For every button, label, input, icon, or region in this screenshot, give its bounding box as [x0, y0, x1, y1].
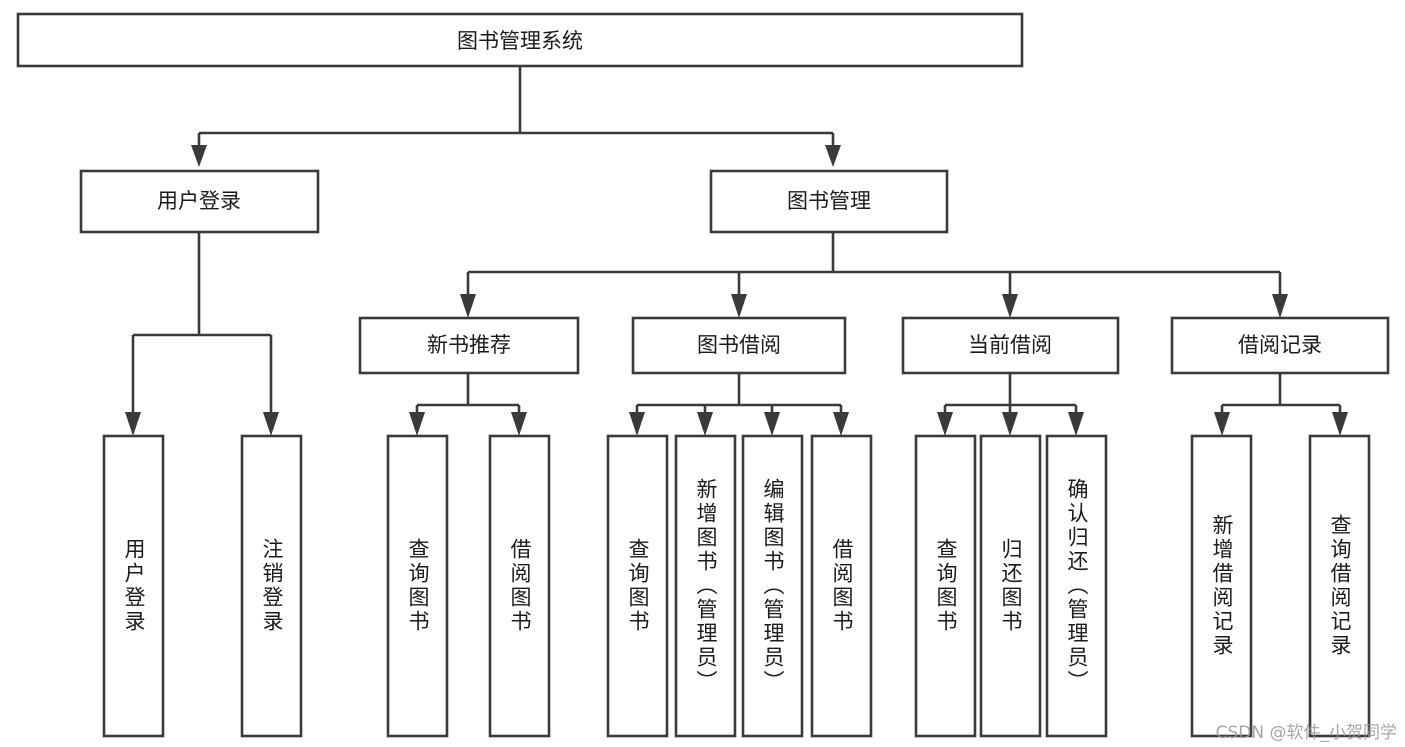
node-user-login-label: 用户登录: [157, 189, 241, 213]
leaf-book-borrow-lend-box[interactable]: [810, 434, 873, 738]
leaf-current-borrow-query-box[interactable]: [914, 434, 977, 738]
arrow-new-book-leaf-2-icon: [511, 412, 527, 436]
node-current-borrow-box[interactable]: [901, 316, 1120, 375]
leaf-new-book-borrow-box[interactable]: [488, 434, 551, 738]
node-book-management-box[interactable]: [709, 169, 949, 234]
node-root-label: 图书管理系统: [457, 29, 583, 53]
arrow-current-borrow-leaf-2-icon: [1002, 412, 1018, 436]
arrow-bm-to-borrow-record-icon: [1272, 294, 1288, 318]
leaf-new-book-query-box[interactable]: [386, 434, 449, 738]
arrow-book-borrow-leaf-1-icon: [629, 412, 645, 436]
arrow-bm-to-new-book-icon: [460, 294, 476, 318]
leaf-borrow-record-query-box[interactable]: [1308, 434, 1371, 738]
arrow-borrow-record-leaf-2-icon: [1332, 412, 1348, 436]
arrow-root-to-book-management-icon: [825, 145, 841, 167]
node-book-borrow-box[interactable]: [631, 316, 847, 375]
leaf-book-borrow-add-box[interactable]: [674, 434, 737, 738]
arrow-book-borrow-leaf-3-icon: [764, 412, 780, 436]
node-new-book-recommend-box[interactable]: [358, 316, 580, 375]
arrow-user-login-leaf-2-icon: [263, 412, 279, 436]
leaf-current-borrow-confirm-box[interactable]: [1045, 434, 1108, 738]
arrow-book-borrow-leaf-2-icon: [697, 412, 713, 436]
arrow-borrow-record-leaf-1-icon: [1214, 412, 1230, 436]
node-current-borrow-label: 当前借阅: [968, 333, 1052, 357]
leaf-book-borrow-edit-box[interactable]: [741, 434, 804, 738]
node-book-borrow-label: 图书借阅: [697, 333, 781, 357]
leaf-user-login-login-box[interactable]: [102, 434, 165, 738]
node-borrow-record-box[interactable]: [1170, 316, 1390, 375]
node-new-book-recommend-label: 新书推荐: [427, 333, 511, 357]
node-borrow-record-label: 借阅记录: [1238, 333, 1322, 357]
connector-layer: [125, 66, 1348, 436]
arrow-bm-to-current-borrow-icon: [1002, 294, 1018, 318]
arrow-bm-to-book-borrow-icon: [731, 294, 747, 318]
arrow-current-borrow-leaf-3-icon: [1068, 412, 1084, 436]
arrow-user-login-leaf-1-icon: [125, 412, 141, 436]
arrow-book-borrow-leaf-4-icon: [833, 412, 849, 436]
leaf-book-borrow-query-box[interactable]: [606, 434, 669, 738]
leaf-user-login-logout-box[interactable]: [240, 434, 303, 738]
arrow-new-book-leaf-1-icon: [409, 412, 425, 436]
node-layer: 图书管理系统 用户登录 图书管理 新书推荐 图书借阅 当前借阅 借阅记录: [16, 12, 1390, 738]
node-book-management-label: 图书管理: [787, 189, 871, 213]
arrow-root-to-user-login-icon: [191, 145, 207, 167]
node-root-box[interactable]: [16, 12, 1024, 68]
leaf-current-borrow-return-box[interactable]: [979, 434, 1042, 738]
leaf-borrow-record-add-box[interactable]: [1190, 434, 1253, 738]
node-user-login-box[interactable]: [79, 169, 320, 234]
arrow-current-borrow-leaf-1-icon: [937, 412, 953, 436]
